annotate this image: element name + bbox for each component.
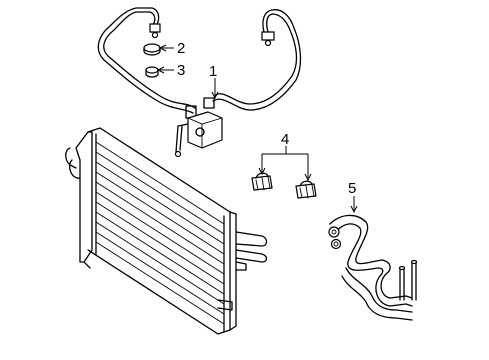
line-clip-left-bolt: [151, 31, 159, 39]
radiator-assembly: [65, 127, 268, 335]
hose-lower: [345, 267, 413, 313]
hose-lower-inner: [341, 275, 413, 321]
callout-5: 5: [348, 180, 356, 197]
plug-part-3: [145, 66, 159, 78]
pipe-end-left: [399, 267, 405, 301]
callout-leaders: [156, 44, 358, 214]
line-fitting-right: [203, 97, 215, 109]
hose-upper-inner: [335, 223, 413, 307]
aux-cooler-hoses: [328, 214, 418, 321]
callout-2: 2: [177, 40, 185, 57]
leader-4: [261, 146, 309, 178]
radiator-left-tank: [75, 131, 93, 263]
bracket-bolt: [174, 150, 182, 158]
callout-1: 1: [209, 63, 217, 80]
callout-3: 3: [177, 62, 185, 79]
line-clip-right: [261, 31, 275, 41]
hose-upper: [329, 214, 413, 299]
pipe-end-right: [411, 261, 417, 301]
right-cooler-line-inner: [212, 9, 302, 111]
clamp-right: [295, 180, 317, 199]
cooler-bracket: [175, 123, 189, 153]
clamp-left: [251, 172, 273, 191]
hose-fitting-b: [330, 238, 342, 250]
cooler-block: [187, 111, 223, 149]
cap-part-2: [143, 43, 161, 56]
arrow-1: [211, 91, 219, 100]
block-port: [195, 127, 205, 137]
left-cooler-line: [103, 11, 196, 109]
line-clip-right-bolt: [264, 39, 272, 47]
radiator-port-upper: [235, 231, 268, 247]
left-cooler-line-inner: [97, 7, 194, 114]
callout-4: 4: [281, 131, 289, 148]
radiator-core-frame: [87, 127, 231, 335]
cooler-lines-assembly: [97, 7, 302, 158]
radiator-port-lower: [235, 249, 268, 263]
hose-fitting-a: [328, 226, 340, 238]
radiator-fins: [95, 141, 225, 325]
line-clip-left: [149, 23, 161, 33]
right-cooler-line: [214, 13, 298, 105]
